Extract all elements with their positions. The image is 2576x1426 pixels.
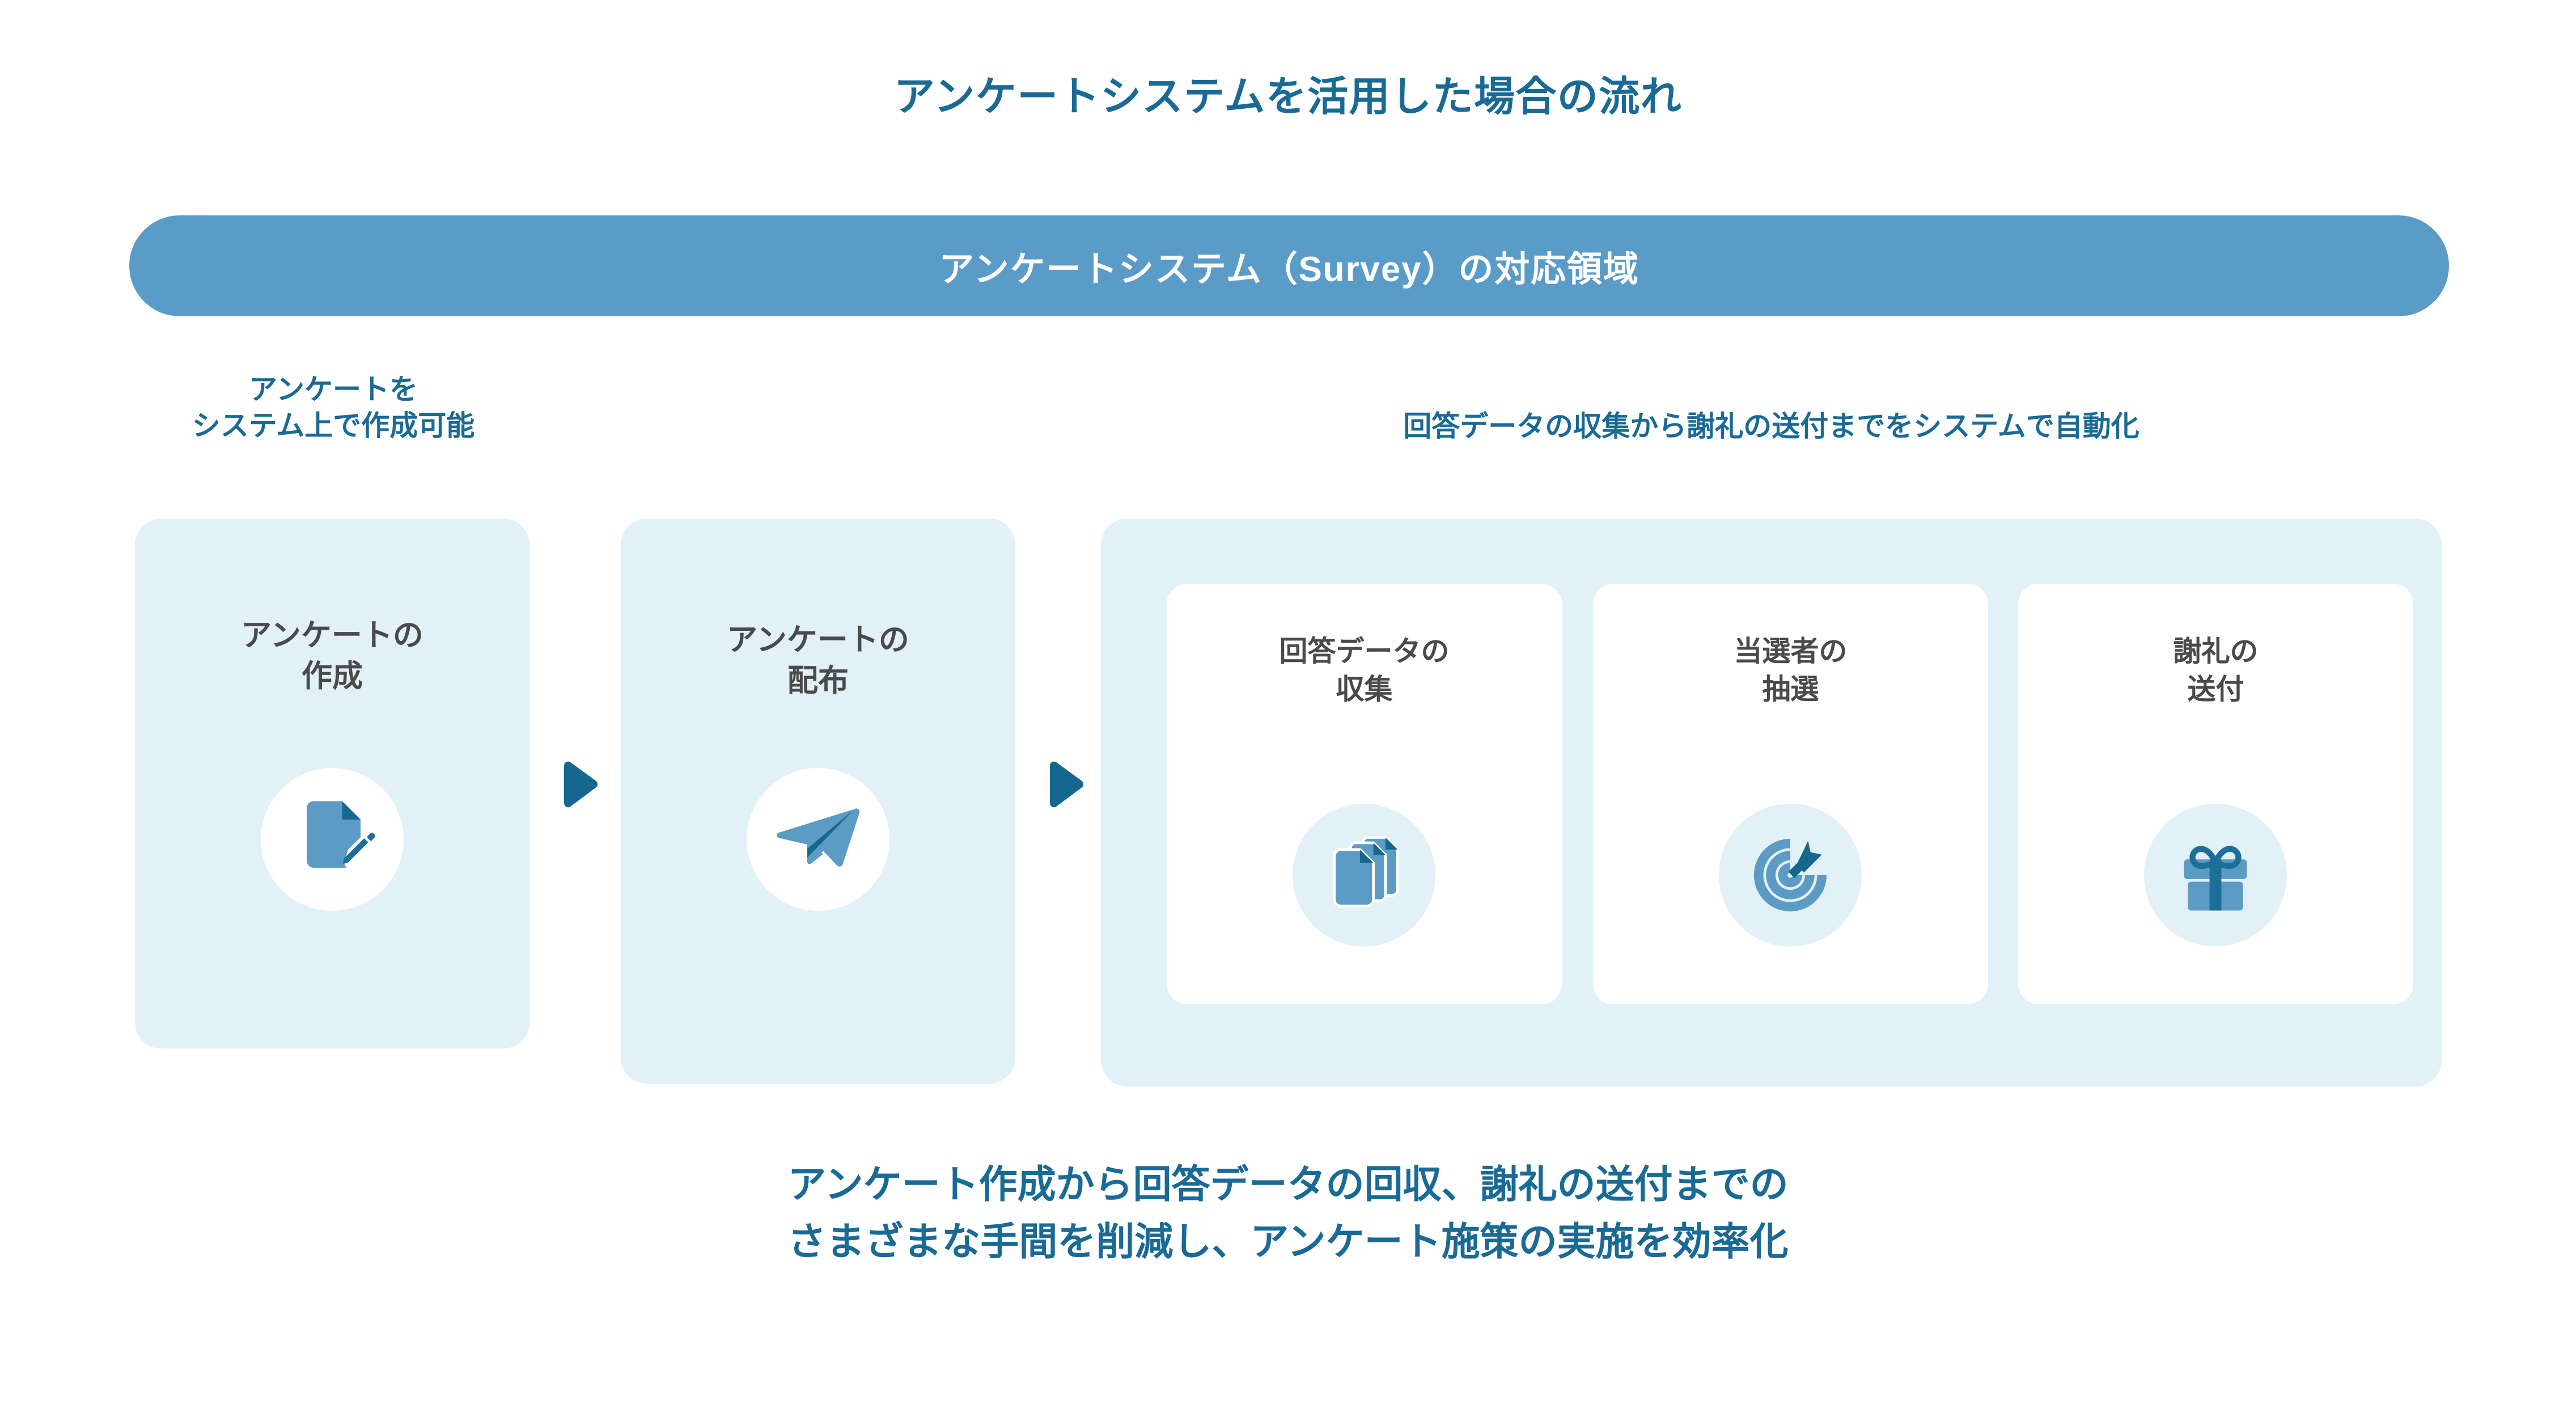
step-card-create[interactable]: アンケートの 作成 — [135, 519, 529, 1049]
summary-caption: アンケート作成から回答データの回収、謝礼の送付までの さまざまな手間を削減し、ア… — [787, 1163, 1789, 1263]
step-label-lottery: 当選者の 抽選 — [1734, 635, 1848, 705]
document-edit-icon-badge — [261, 768, 404, 911]
arrow-right-icon-1 — [558, 761, 600, 809]
step-card-lottery[interactable]: 当選者の 抽選 — [1593, 584, 1988, 1004]
document-edit-icon — [307, 801, 375, 868]
step-label-distribute: アンケートの 配布 — [727, 623, 909, 698]
paper-plane-icon — [777, 808, 860, 867]
paper-plane-icon-badge — [747, 768, 889, 911]
step-card-collect[interactable]: 回答データの 収集 — [1167, 584, 1562, 1004]
step-label-create: アンケートの 作成 — [241, 618, 423, 694]
arrow-right-icon-2 — [1044, 761, 1086, 809]
arrow-right-icon — [564, 761, 598, 808]
step-card-distribute[interactable]: アンケートの 配布 — [621, 519, 1015, 1084]
page-title: アンケートシステムを活用した場合の流れ — [893, 74, 1683, 120]
step-card-gift[interactable]: 謝礼の 送付 — [2018, 584, 2413, 1004]
gift-box-icon-badge — [2144, 804, 2287, 947]
target-arrow-icon-badge — [1719, 804, 1862, 947]
target-arrow-icon — [1753, 838, 1827, 912]
annotation-right: 回答データの収集から謝礼の送付までをシステムで自動化 — [1403, 410, 2139, 442]
annotation-left: アンケートを システム上で作成可能 — [192, 374, 475, 442]
documents-stack-icon — [1333, 836, 1399, 907]
step-label-collect: 回答データの 収集 — [1279, 635, 1450, 705]
documents-stack-icon-badge — [1293, 804, 1435, 947]
gift-box-icon — [2184, 846, 2247, 911]
coverage-banner-label: アンケートシステム（Survey）の対応領域 — [939, 250, 1639, 289]
coverage-banner: アンケートシステム（Survey）の対応領域 — [129, 215, 2449, 316]
arrow-right-icon — [1050, 761, 1083, 808]
step-label-gift: 謝礼の 送付 — [2173, 635, 2259, 705]
